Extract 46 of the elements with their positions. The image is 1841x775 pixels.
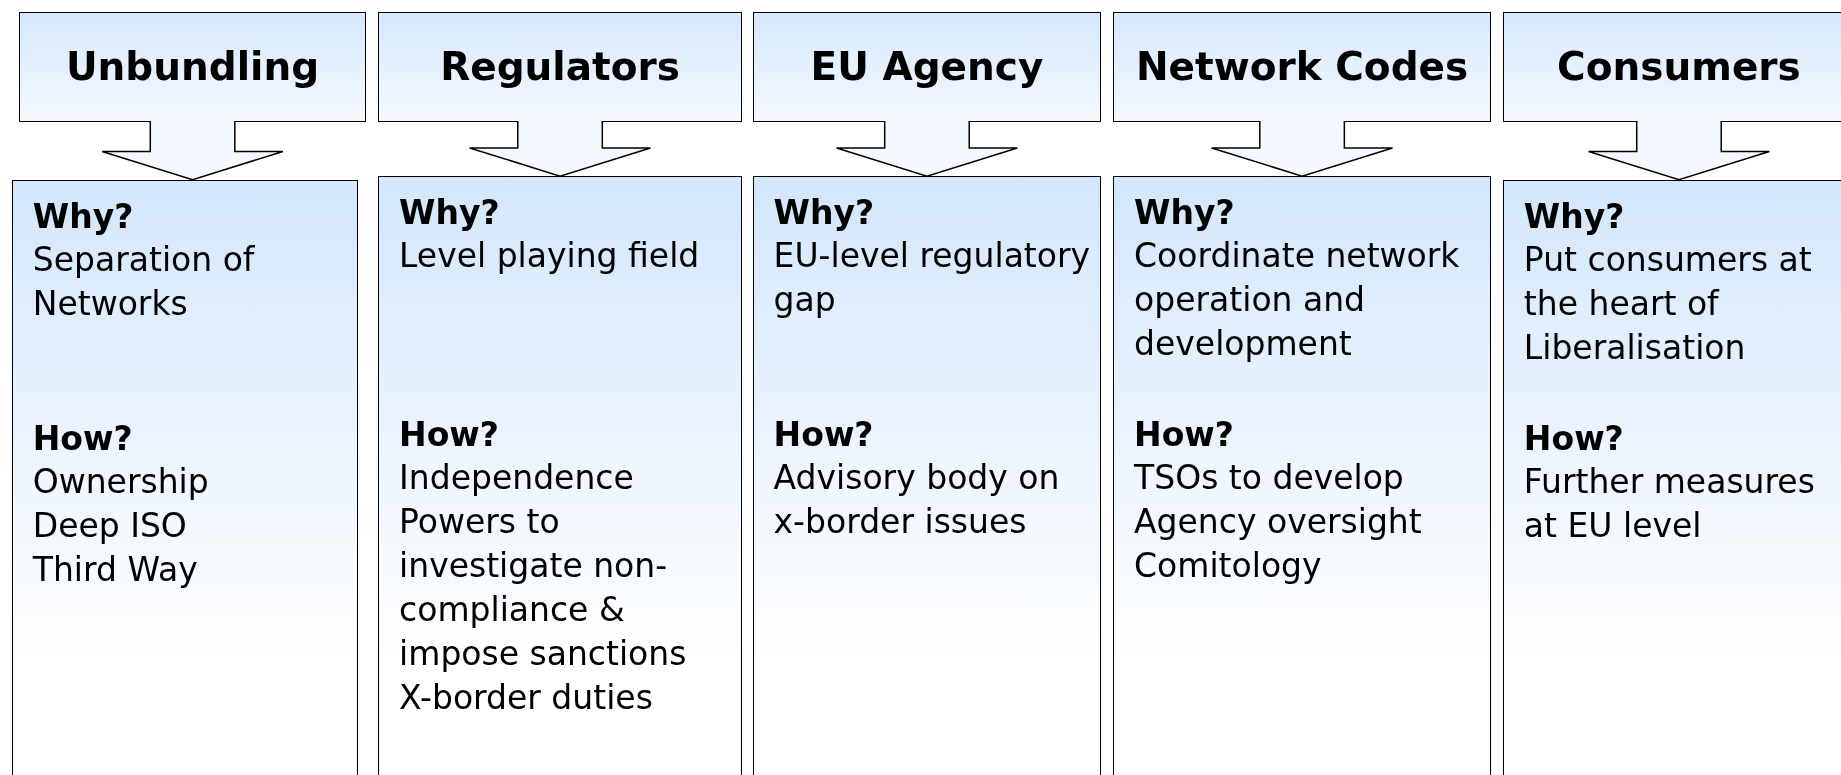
header-callout: [378, 11, 743, 123]
section-heading: Why?: [1134, 192, 1236, 235]
content-panel: [1113, 176, 1492, 775]
section-heading: Why?: [773, 192, 876, 235]
body-text: Deep ISO: [32, 504, 188, 547]
body-text: X-border duties: [399, 677, 654, 720]
section-heading: Why?: [1523, 195, 1626, 238]
header-callout: [18, 11, 367, 123]
content-panel: [752, 176, 1102, 775]
section-heading: Why?: [32, 195, 135, 238]
down-arrow: [1210, 120, 1394, 177]
section-heading: How?: [32, 417, 134, 460]
column-title: Regulators: [440, 44, 680, 90]
column-title: Unbundling: [65, 44, 320, 90]
body-text: Advisory body on x-border issues: [773, 457, 1061, 544]
content-panel: [378, 176, 743, 775]
section-heading: How?: [399, 414, 500, 457]
body-text: Coordinate network operation and development: [1134, 235, 1461, 366]
section-heading: How?: [1523, 417, 1625, 460]
body-text: Separation of Networks: [32, 238, 256, 325]
column-title: EU Agency: [810, 44, 1044, 90]
down-arrow: [468, 120, 652, 177]
down-arrow: [101, 120, 284, 181]
column-title: Consumers: [1557, 44, 1801, 90]
header-callout: [752, 11, 1102, 123]
body-text: Agency oversight: [1134, 501, 1423, 544]
body-text: Ownership: [32, 460, 210, 503]
body-text: Put consumers at the heart of Liberalisation: [1523, 238, 1813, 369]
section-heading: Why?: [399, 192, 501, 235]
content-panel: [1502, 179, 1841, 775]
column-title: Network Codes: [1135, 44, 1469, 90]
body-text: Powers to investigate non-compliance & impose sanctions: [399, 501, 688, 676]
body-text: TSOs to develop: [1134, 457, 1405, 500]
body-text: Independence: [399, 457, 635, 500]
header-callout: [1502, 11, 1841, 123]
down-arrow: [1587, 120, 1771, 181]
section-heading: How?: [773, 414, 875, 457]
body-text: EU-level regulatory gap: [773, 235, 1092, 322]
content-panel: [11, 179, 359, 775]
header-callout: [1113, 11, 1492, 123]
section-heading: How?: [1134, 414, 1235, 457]
body-text: Third Way: [32, 548, 199, 591]
down-arrow: [835, 120, 1019, 177]
body-text: Level playing field: [399, 235, 701, 278]
body-text: Comitology: [1134, 545, 1323, 588]
body-text: Further measures at EU level: [1523, 460, 1816, 547]
